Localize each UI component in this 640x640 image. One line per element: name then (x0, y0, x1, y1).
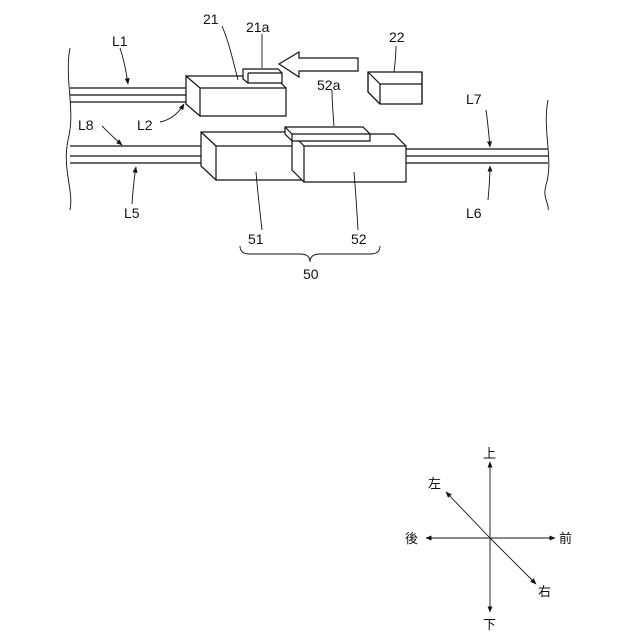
lower-rail-left (70, 146, 218, 164)
dir-up: 上 (483, 447, 496, 462)
label-l2: L2 (137, 117, 153, 133)
group-50-brace (240, 246, 380, 262)
dir-down: 下 (483, 618, 496, 633)
block-22 (368, 72, 422, 104)
label-21: 21 (203, 11, 219, 27)
label-l8: L8 (78, 117, 94, 133)
upper-rail (70, 88, 198, 104)
dir-back: 後 (405, 532, 418, 547)
label-21a: 21a (246, 19, 270, 35)
label-51: 51 (248, 231, 264, 247)
dir-right: 右 (538, 585, 551, 600)
label-l5: L5 (124, 205, 140, 221)
label-50: 50 (303, 266, 319, 282)
label-l6: L6 (466, 205, 482, 221)
label-52a: 52a (317, 77, 341, 93)
label-l7: L7 (466, 91, 482, 107)
label-22: 22 (389, 29, 405, 45)
dir-left: 左 (428, 477, 441, 492)
movement-arrow (279, 52, 358, 77)
label-52: 52 (351, 231, 367, 247)
dir-front: 前 (559, 531, 572, 547)
label-l1: L1 (112, 33, 128, 49)
lower-rail-right (405, 149, 548, 163)
direction-compass: 上 下 前 後 左 右 (405, 447, 572, 633)
block-21a (243, 69, 282, 83)
block-51 (201, 132, 304, 180)
block-52a (285, 127, 370, 141)
